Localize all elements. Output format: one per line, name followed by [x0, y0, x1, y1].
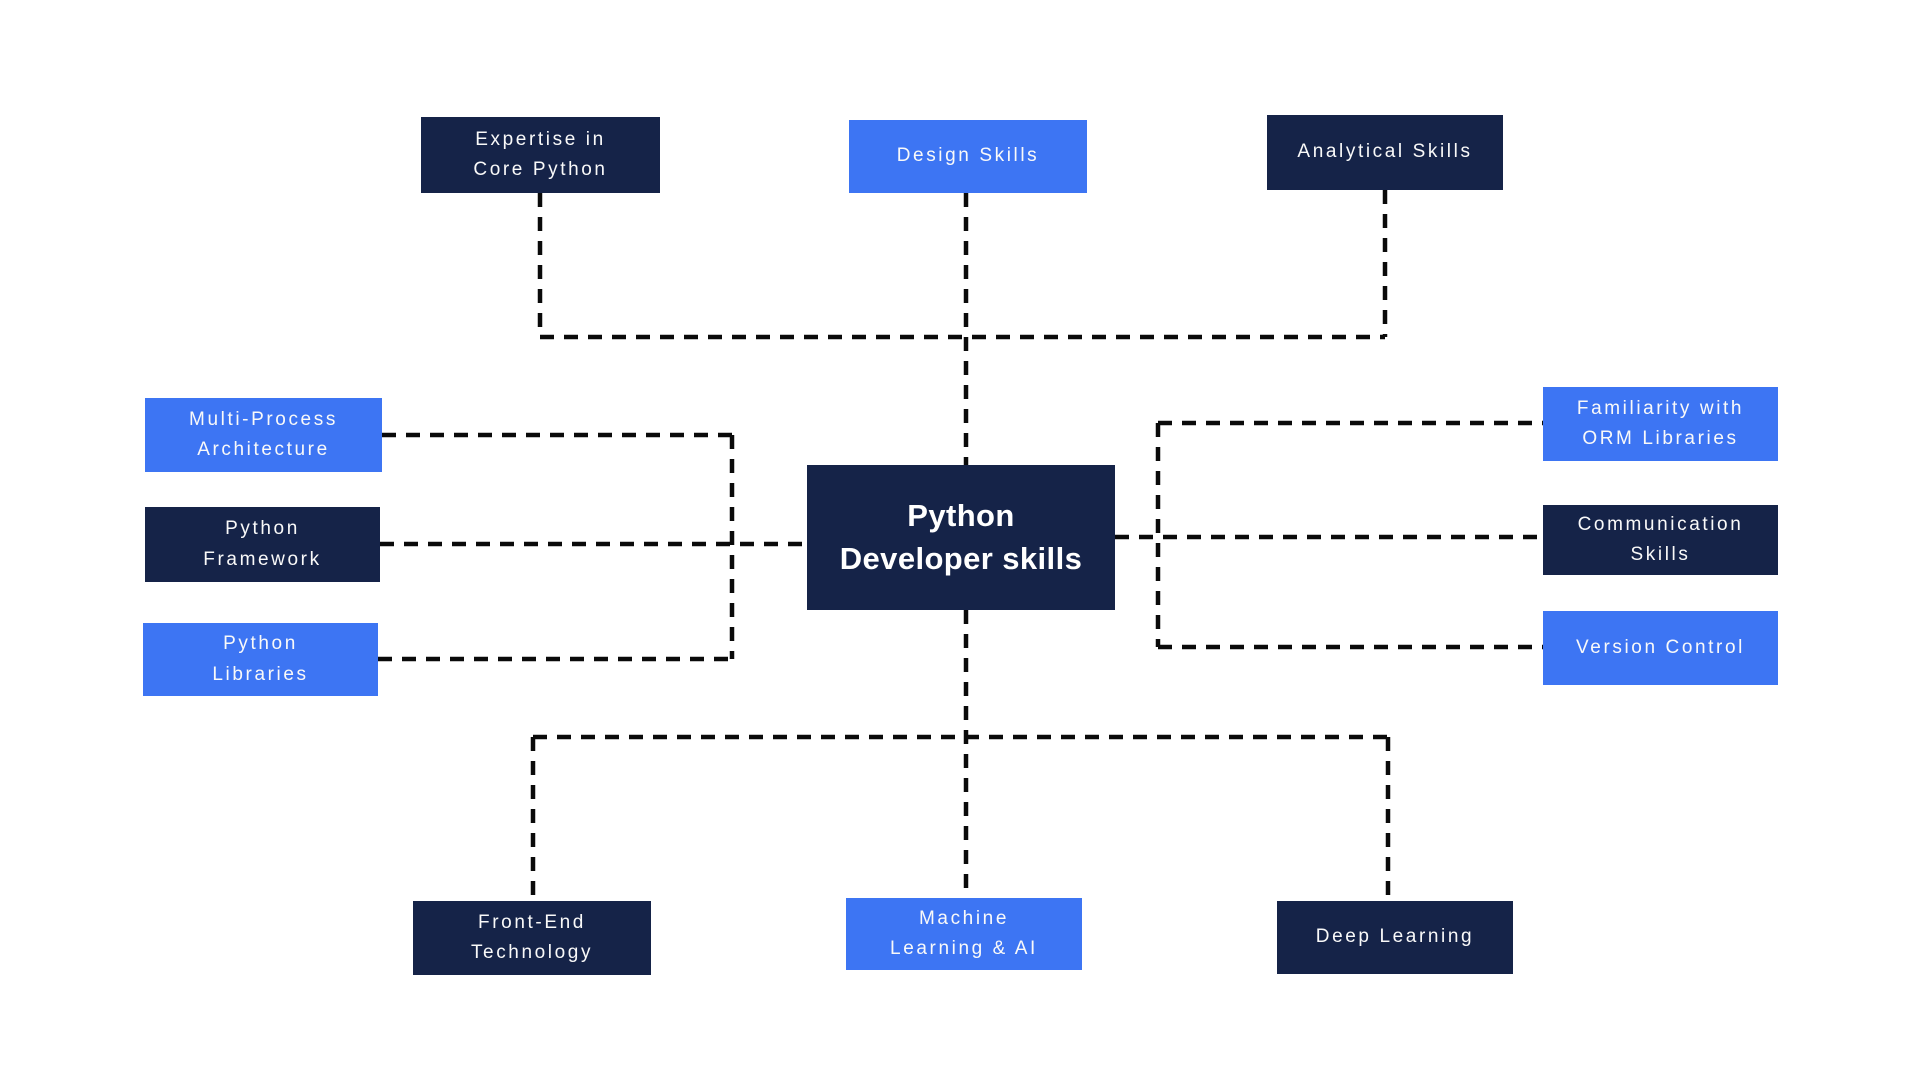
- center-node-python-developer-skills[interactable]: Python Developer skills: [807, 465, 1115, 610]
- bottom-branch-connector: [530, 610, 1391, 901]
- node-familiarity-orm-libraries[interactable]: Familiarity with ORM Libraries: [1543, 387, 1778, 461]
- right-branch-connector: [1115, 420, 1543, 650]
- node-analytical-skills[interactable]: Analytical Skills: [1267, 115, 1503, 190]
- node-front-end-technology[interactable]: Front-End Technology: [413, 901, 651, 975]
- node-python-framework[interactable]: Python Framework: [145, 507, 380, 582]
- node-version-control[interactable]: Version Control: [1543, 611, 1778, 685]
- node-machine-learning-ai[interactable]: Machine Learning & AI: [846, 898, 1082, 970]
- top-branch-connector: [537, 190, 1388, 465]
- node-multi-process-architecture[interactable]: Multi-Process Architecture: [145, 398, 382, 472]
- node-communication-skills[interactable]: Communication Skills: [1543, 505, 1778, 575]
- left-branch-connector: [378, 432, 807, 662]
- node-deep-learning[interactable]: Deep Learning: [1277, 901, 1513, 974]
- node-design-skills[interactable]: Design Skills: [849, 120, 1087, 193]
- node-python-libraries[interactable]: Python Libraries: [143, 623, 378, 696]
- node-expertise-core-python[interactable]: Expertise in Core Python: [421, 117, 660, 193]
